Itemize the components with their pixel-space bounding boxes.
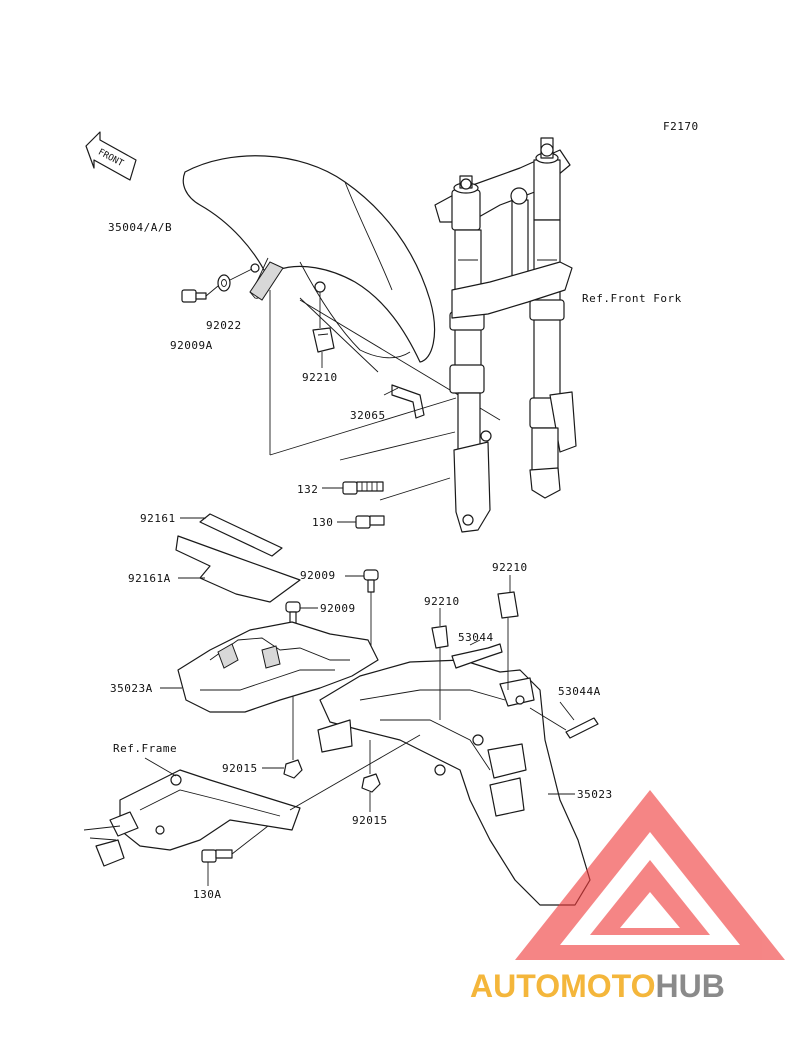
brand-text-automoto: AUTOMOTO (470, 968, 656, 1004)
label-35023A: 35023A (110, 682, 153, 695)
nut-92015-a (283, 759, 303, 779)
figure-code: F2170 (663, 120, 699, 133)
nut-92015-b (361, 773, 381, 793)
label-132: 132 (297, 483, 319, 496)
label-92210-rear-b: 92210 (492, 561, 528, 574)
band-53044 (451, 643, 503, 669)
bolt-92009-b (285, 601, 301, 625)
bolt-132 (342, 481, 384, 495)
label-92009-a: 92009 (300, 569, 336, 582)
bolt-92009A (181, 289, 207, 303)
label-92009-b: 92009 (320, 602, 356, 615)
label-ref-front-fork: Ref.Front Fork (582, 292, 682, 305)
label-92161A: 92161A (128, 572, 171, 585)
label-ref-frame: Ref.Frame (113, 742, 178, 755)
frame-reference-part (83, 769, 301, 867)
automotohub-wordmark: AUTOMOTOHUB (470, 968, 725, 1005)
label-92015-a: 92015 (222, 762, 258, 775)
label-53044A: 53044A (558, 685, 601, 698)
bolt-92009-a (363, 569, 379, 593)
label-92210-rear-a: 92210 (424, 595, 460, 608)
pad-92161A (175, 535, 301, 603)
label-130: 130 (312, 516, 334, 529)
clip-92210-rear-a (431, 625, 449, 649)
brand-text-hub: HUB (655, 968, 725, 1004)
label-32065: 32065 (350, 409, 386, 422)
clip-92210-front (312, 327, 335, 353)
washer-92022 (217, 274, 231, 292)
label-92161: 92161 (140, 512, 176, 525)
clip-92210-rear-b (497, 591, 519, 619)
rear-fender-35023 (317, 659, 591, 906)
bolt-130A (201, 849, 233, 863)
label-53044: 53044 (458, 631, 494, 644)
bolt-130 (355, 515, 385, 529)
label-130A: 130A (193, 888, 222, 901)
label-92022: 92022 (206, 319, 242, 332)
bracket-32065 (391, 384, 425, 419)
label-92210-front: 92210 (302, 371, 338, 384)
front-fender-part (182, 155, 436, 363)
label-92015-b: 92015 (352, 814, 388, 827)
label-92009A: 92009A (170, 339, 213, 352)
front-fork-assembly (434, 137, 577, 533)
pin-53044A (565, 717, 599, 739)
label-35004: 35004/A/B (108, 221, 173, 234)
pad-92161 (199, 513, 283, 557)
automotohub-logo-icon (515, 790, 785, 960)
inner-fender-35023A (177, 621, 379, 713)
front-arrow-icon: FRONT (85, 131, 137, 181)
label-35023: 35023 (577, 788, 613, 801)
